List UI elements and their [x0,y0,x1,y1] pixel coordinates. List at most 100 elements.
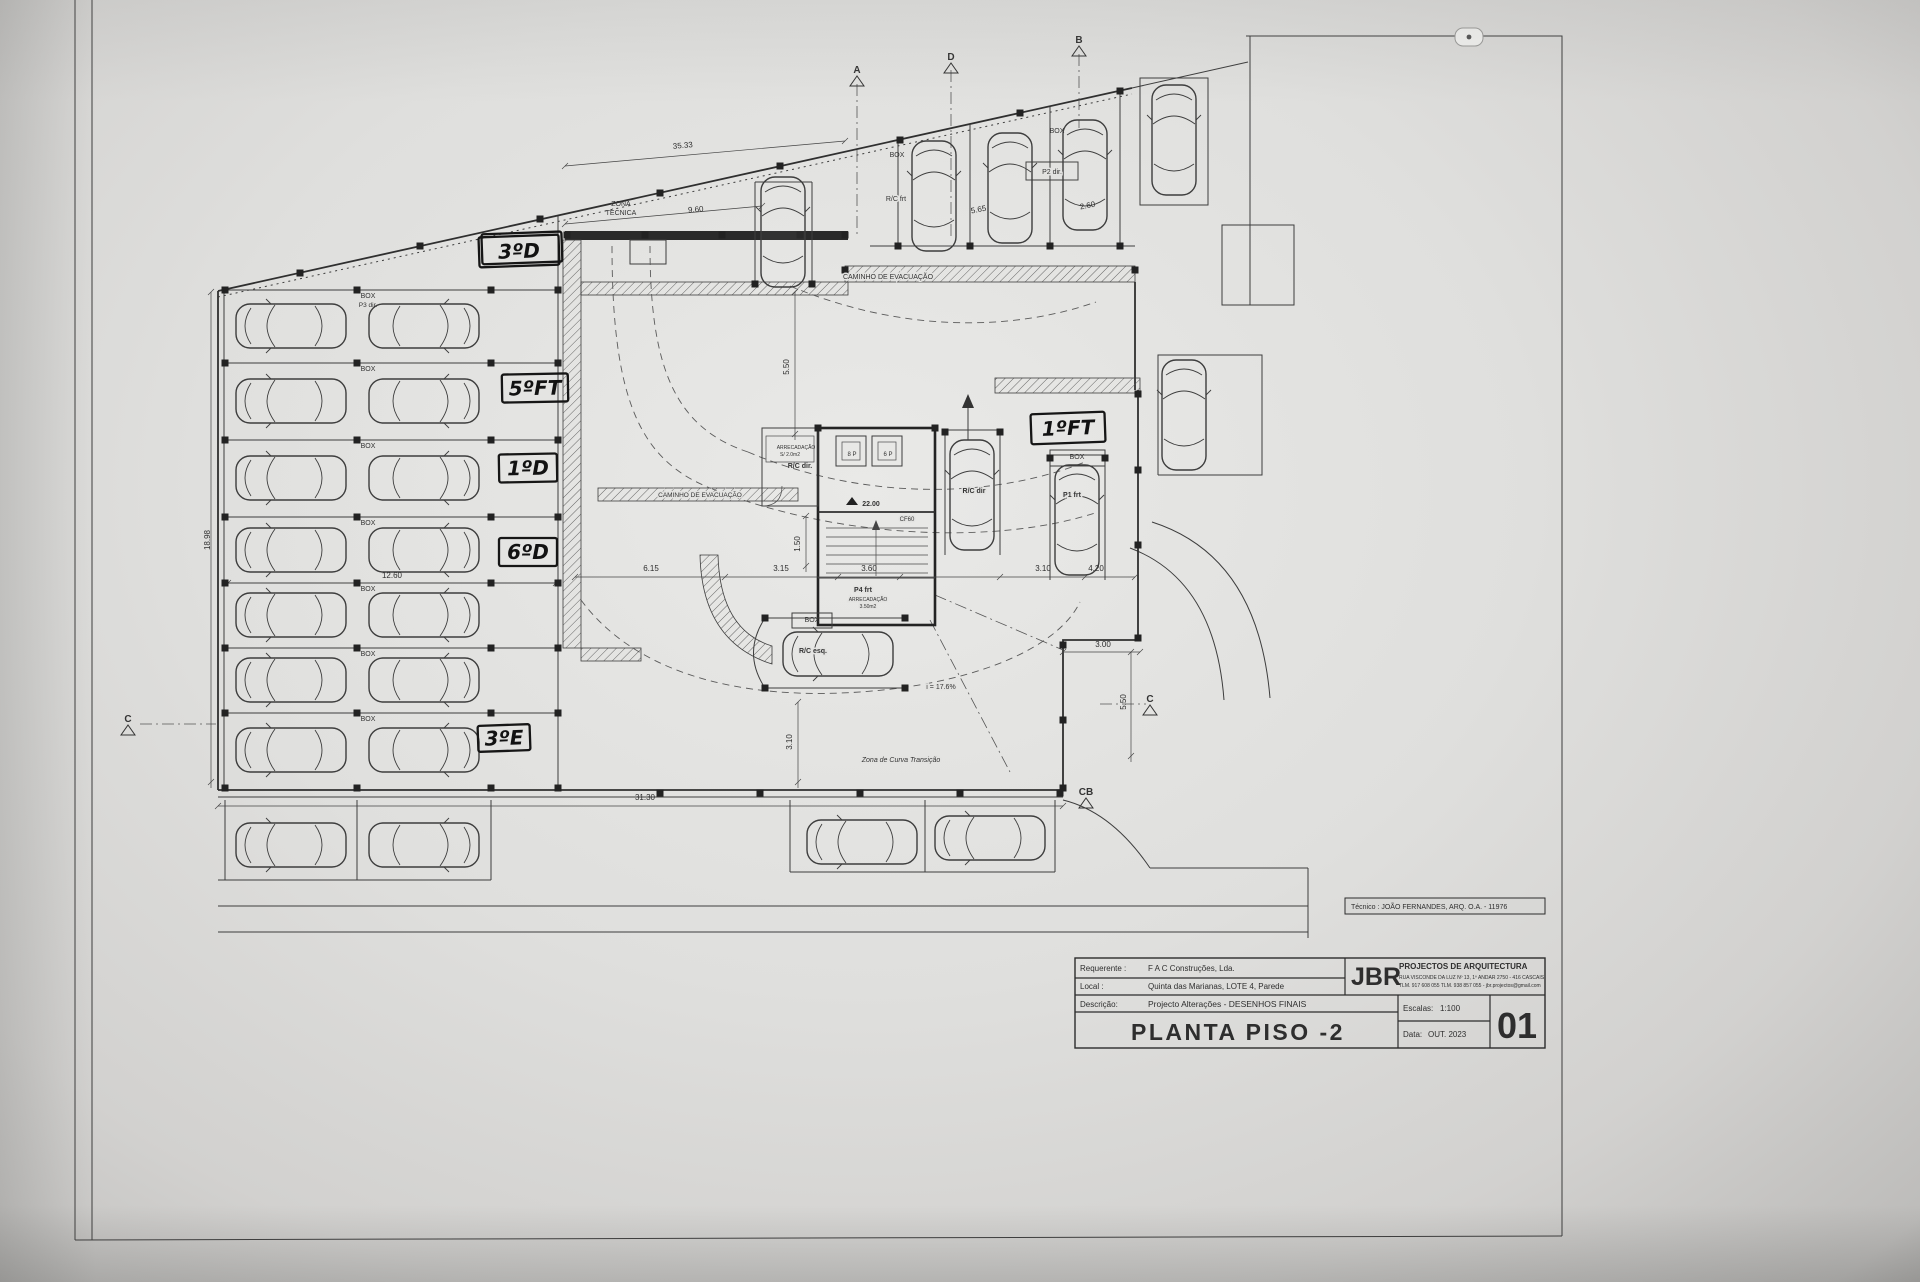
column [353,644,361,652]
column [808,280,816,288]
car [235,587,347,643]
car-icon [982,132,1038,244]
grid-marker-CB: CB [1078,787,1094,809]
label-box-row2: BOX [361,366,376,373]
column [1134,634,1142,642]
car [806,814,918,870]
handwritten-5ft: 5ºFT [500,372,570,404]
grid-marker-C: C [1142,694,1158,716]
column [221,436,229,444]
tecnico-text: Técnico : JOÃO FERNANDES, ARQ. O.A. - 11… [1351,902,1507,911]
label-box-row6: BOX [361,651,376,658]
column [641,231,649,239]
column [487,709,495,717]
dimension-text: 6.15 [643,564,659,573]
car [368,373,480,429]
dimension-text: 18.98 [203,529,212,550]
car [235,373,347,429]
handwritten-1d: 1ºD [497,452,559,484]
grid-marker-letter: C [124,714,131,725]
car [1049,464,1105,576]
column [221,359,229,367]
column [221,709,229,717]
escala-label: Escalas: [1403,1004,1433,1013]
label-box-row1: BOX [361,293,376,300]
column [1134,466,1142,474]
binder-tab [1454,27,1484,47]
column [487,784,495,792]
grid-marker-letter: A [853,65,860,76]
car-icon [906,140,962,252]
direction-arrow-icon [962,394,974,408]
escala-value: 1:100 [1440,1004,1461,1013]
data-value: OUT. 2023 [1428,1030,1467,1039]
svg-text:5ºFT: 5ºFT [509,376,563,401]
svg-text:3ºE: 3ºE [484,725,524,750]
column [554,513,562,521]
column [656,789,664,797]
car-icon [235,450,347,506]
column [756,789,764,797]
column [554,359,562,367]
top-structures [565,91,1136,390]
label-box-center: BOX [805,617,820,624]
label-zona-curva: Zona de Curva Transição [861,757,941,764]
column [996,428,1004,436]
column [554,784,562,792]
car [368,817,480,873]
column [956,789,964,797]
label-caminho-evacuacao-top: CAMINHO DE EVACUAÇÃO [843,272,934,281]
column [718,231,726,239]
car [982,132,1038,244]
car-icon [235,722,347,778]
car-icon [944,439,1000,551]
descricao-value: Projecto Alterações - DESENHOS FINAIS [1148,999,1307,1009]
column [761,614,769,622]
guide-lines [140,54,1146,773]
label-zona-tecnica-1: ZONA [611,201,631,208]
column [353,513,361,521]
car [944,439,1000,551]
column [1059,716,1067,724]
car [235,652,347,708]
column [487,359,495,367]
dimension-text: 3.60 [861,564,877,573]
column [796,231,804,239]
car [906,140,962,252]
car [1146,84,1202,196]
handwritten-1ft: 1ºFT [1029,410,1107,446]
label-rc-dir-car: R/C dir [963,488,986,495]
label-zona-tecnica-2: TÉCNICA [606,208,637,217]
column [353,709,361,717]
car [368,722,480,778]
label-p4-frt: P4 frt [854,587,873,594]
car-icon [806,814,918,870]
dimension-text: 5.50 [1119,694,1128,710]
column [353,436,361,444]
label-cf60: CF60 [900,517,915,523]
svg-text:3ºD: 3ºD [498,238,541,263]
car-icon [235,652,347,708]
grid-marker-C: C [120,714,136,736]
local-value: Quinta das Marianas, LOTE 4, Parede [1148,982,1285,991]
column [416,242,424,250]
grid-marker-icon [1078,797,1094,809]
column [487,513,495,521]
parking-stalls-left [222,216,559,790]
column [896,136,904,144]
structural-columns [221,87,1142,797]
label-arrecadacao-1a: ARRECADAÇÃO [777,444,816,451]
column [554,286,562,294]
car [368,522,480,578]
label-lift-6p: 6 P [883,452,892,458]
label-box-row1-plate: P3 dir. [359,302,378,309]
column [776,162,784,170]
dimension-text: 9.60 [688,204,705,214]
label-lift-8p: 8 P [847,452,856,458]
sheet-frame [74,0,1563,1241]
data-label: Data: [1403,1030,1422,1039]
column [1016,109,1024,117]
